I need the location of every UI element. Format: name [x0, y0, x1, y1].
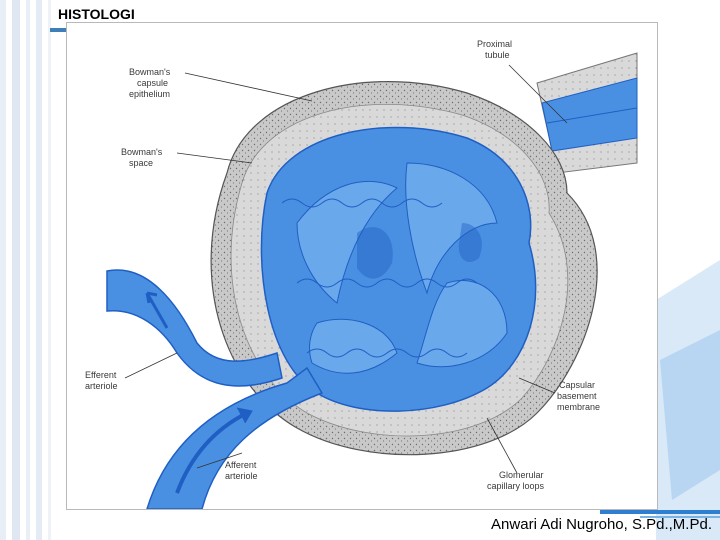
afferent-arteriole: [146, 366, 324, 509]
label-bowmans-capsule-epithelium: Bowman's capsule epithelium: [129, 67, 173, 99]
slide-title: HISTOLOGI: [58, 6, 135, 22]
label-capsular-basement-membrane: Capsular basement membrane: [557, 380, 600, 412]
afferent-flow-arrow: [175, 411, 248, 494]
efferent-flow-arrow: [145, 291, 169, 329]
glomerulus-figure: Proximal tubule Bowman's capsule epithel…: [66, 22, 658, 510]
label-proximal-tubule: Proximal tubule: [477, 39, 515, 60]
label-efferent-arteriole: Efferent arteriole: [85, 370, 119, 391]
title-accent-bar: [50, 28, 68, 32]
glomerular-capillary-tuft: [260, 126, 537, 412]
proximal-tubule: [536, 52, 638, 174]
leader-lines: [124, 64, 568, 474]
author-credit: Anwari Adi Nugroho, S.Pd.,M.Pd.: [491, 516, 712, 533]
label-afferent-arteriole: Afferent arteriole: [225, 460, 259, 481]
glomerulus-diagram: Proximal tubule Bowman's capsule epithel…: [85, 39, 638, 509]
label-glomerular-capillary-loops: Glomerular capillary loops: [487, 470, 546, 491]
label-bowmans-space: Bowman's space: [121, 147, 165, 168]
